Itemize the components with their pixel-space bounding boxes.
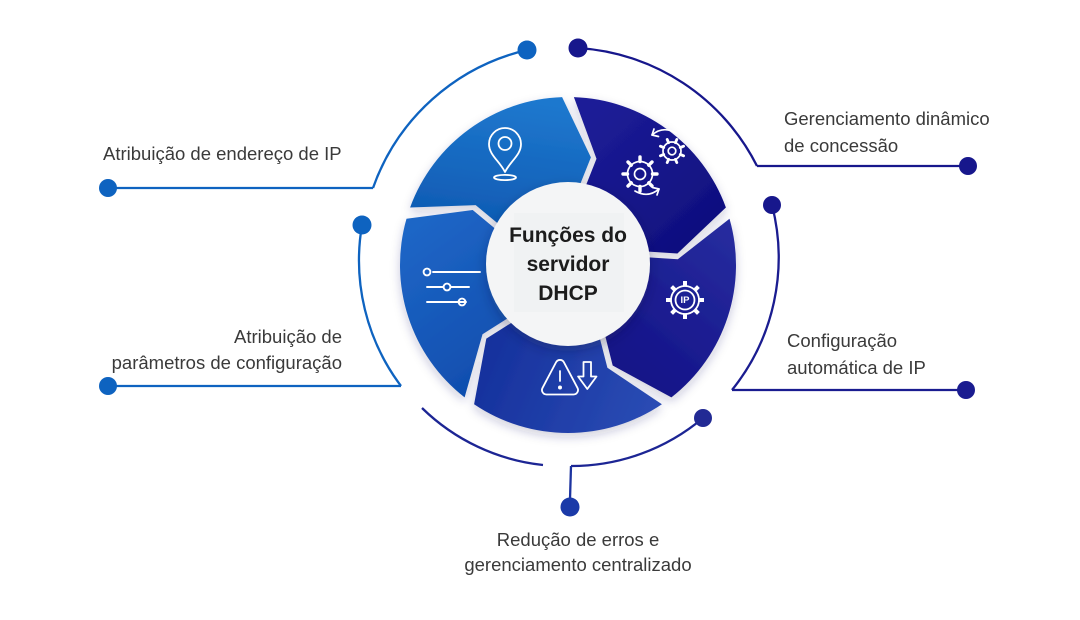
ring-arc-top-right [577,46,759,167]
ring-arc-top-left [371,48,528,189]
ring-arc-bottom-right [570,417,704,468]
center-title-line1: Funções do [509,224,627,247]
gears-sync-icon [621,128,685,196]
line-error-reduction [568,465,573,500]
dot-error-reduction [560,497,580,517]
label-ip-address: Atribuição de endereço de IP [103,143,342,164]
location-pin-icon [488,127,522,181]
dot-dynamic-lease [959,157,977,175]
dot-ip-address [99,179,117,197]
center-title: Funções do servidor DHCP [488,221,648,308]
ip-gear-label: IP [681,295,691,306]
ip-gear-icon: IP [666,281,704,319]
dot-top-right [568,38,588,58]
dot-auto-ip [957,381,975,399]
sliders-icon [422,267,481,307]
label-dynamic-lease: Gerenciamento dinâmico de concessão [784,108,990,156]
ring-arc-right [731,204,780,391]
ring-arc-left [357,224,402,387]
connector-lines [99,38,977,517]
dot-bottom-right [694,409,712,427]
ring-arc-bottom-left [421,407,544,467]
center-title-line3: DHCP [538,282,598,305]
center-circle [486,182,650,346]
label-auto-ip: Configuração automática de IP [787,330,926,378]
label-config-params: Atribuição de parâmetros de configuração [111,326,342,373]
label-error-reduction: Redução de erros e gerenciamento central… [464,529,692,575]
dot-left [352,215,372,235]
dot-top-left [517,40,537,60]
dot-config-params [99,377,117,395]
center-title-line2: servidor [526,253,610,276]
dot-right [763,196,781,214]
warning-download-icon [541,359,598,396]
